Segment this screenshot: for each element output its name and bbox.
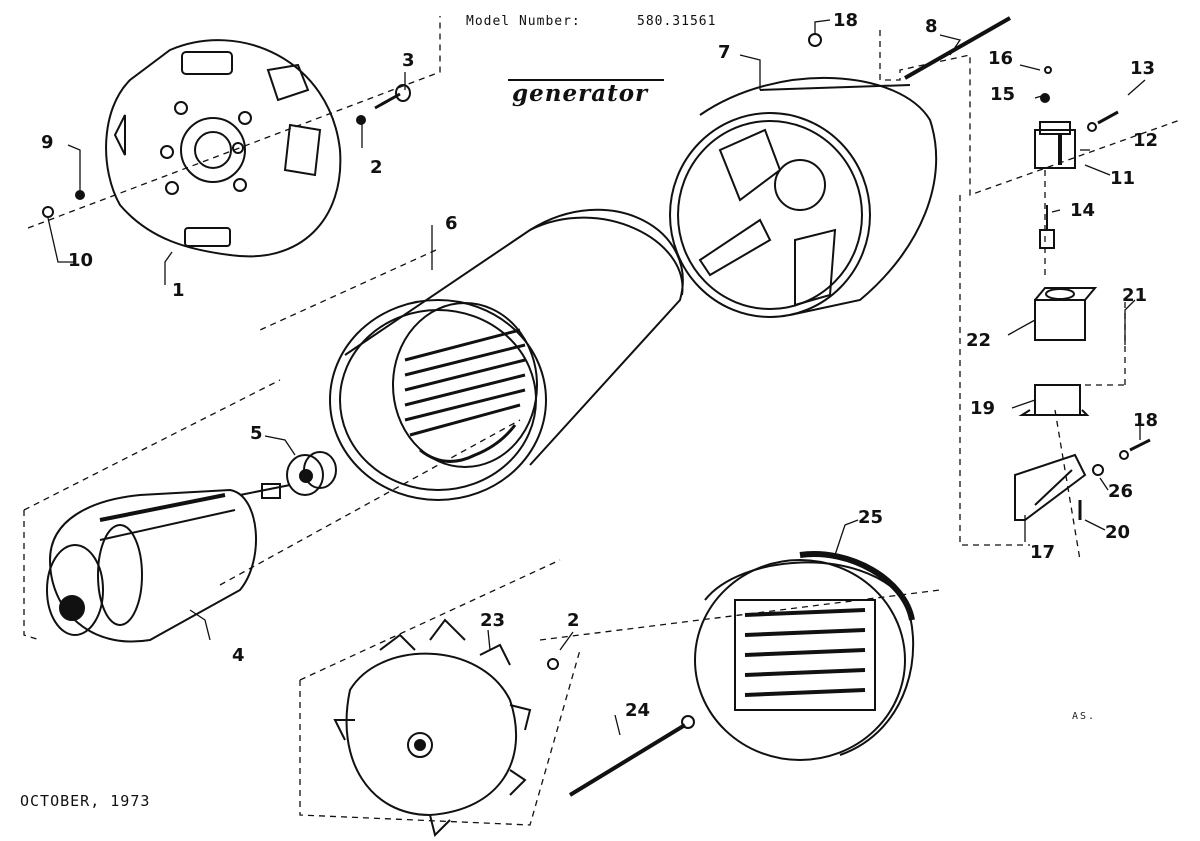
- callout-label: 12: [1133, 130, 1159, 151]
- publication-date: OCTOBER, 1973: [20, 792, 151, 810]
- callout-label: 16: [988, 48, 1014, 69]
- part-through-bolt-bottom: [568, 715, 695, 797]
- callout-label: 6: [445, 213, 458, 234]
- callout-label: 2: [370, 157, 383, 178]
- part-through-bolt-top: [904, 16, 1011, 80]
- callout-label: 4: [232, 645, 245, 666]
- title-overline: [508, 79, 664, 81]
- part-lockwasher-9: [75, 190, 85, 200]
- part-washer: [356, 115, 366, 125]
- part-brush-holder: [1034, 66, 1119, 169]
- callout-label: 1: [172, 280, 185, 301]
- diagram-title: generator: [512, 80, 649, 107]
- callout-label: 8: [925, 16, 938, 37]
- callout-label: 14: [1070, 200, 1096, 221]
- callout-label: 7: [718, 42, 731, 63]
- part-washer-lower: [547, 658, 559, 670]
- callout-label: 22: [966, 330, 992, 351]
- model-number-label: Model Number:: [466, 14, 581, 29]
- callout-label: 25: [858, 507, 884, 528]
- part-rotor: [46, 483, 291, 643]
- part-capacitor: [1034, 287, 1098, 341]
- part-end-bell: [105, 39, 342, 258]
- part-fan: [333, 618, 532, 837]
- callout-label: 9: [41, 132, 54, 153]
- guide-lines: [23, 16, 1181, 826]
- callout-label: 23: [480, 610, 506, 631]
- part-nut-10: [42, 206, 54, 218]
- part-end-housing: [669, 76, 938, 318]
- callout-label: 20: [1105, 522, 1131, 543]
- callout-label: 11: [1110, 168, 1136, 189]
- callout-label: 15: [990, 84, 1016, 105]
- leader-lines: [47, 19, 1146, 736]
- callout-label: 10: [68, 250, 94, 271]
- part-brush: [1039, 205, 1055, 249]
- part-stator-housing: [329, 208, 684, 501]
- part-screw-18: [808, 33, 822, 47]
- callout-label: 17: [1030, 542, 1056, 563]
- callout-label: 19: [970, 398, 996, 419]
- callout-label: 13: [1130, 58, 1156, 79]
- part-end-cover: [694, 551, 915, 761]
- callout-label: 26: [1108, 481, 1134, 502]
- model-number-value: 580.31561: [637, 14, 717, 29]
- part-bearing: [286, 451, 337, 496]
- part-screw: [374, 84, 411, 110]
- callout-label: 21: [1122, 285, 1148, 306]
- callout-label: 2: [567, 610, 580, 631]
- callout-label: 24: [625, 700, 651, 721]
- callout-label: 18: [833, 10, 859, 31]
- callout-label: 5: [250, 423, 263, 444]
- drafter-initials: AS.: [1072, 711, 1097, 722]
- callout-label: 18: [1133, 410, 1159, 431]
- part-mounting-plate: [1014, 438, 1151, 521]
- callout-label: 3: [402, 50, 415, 71]
